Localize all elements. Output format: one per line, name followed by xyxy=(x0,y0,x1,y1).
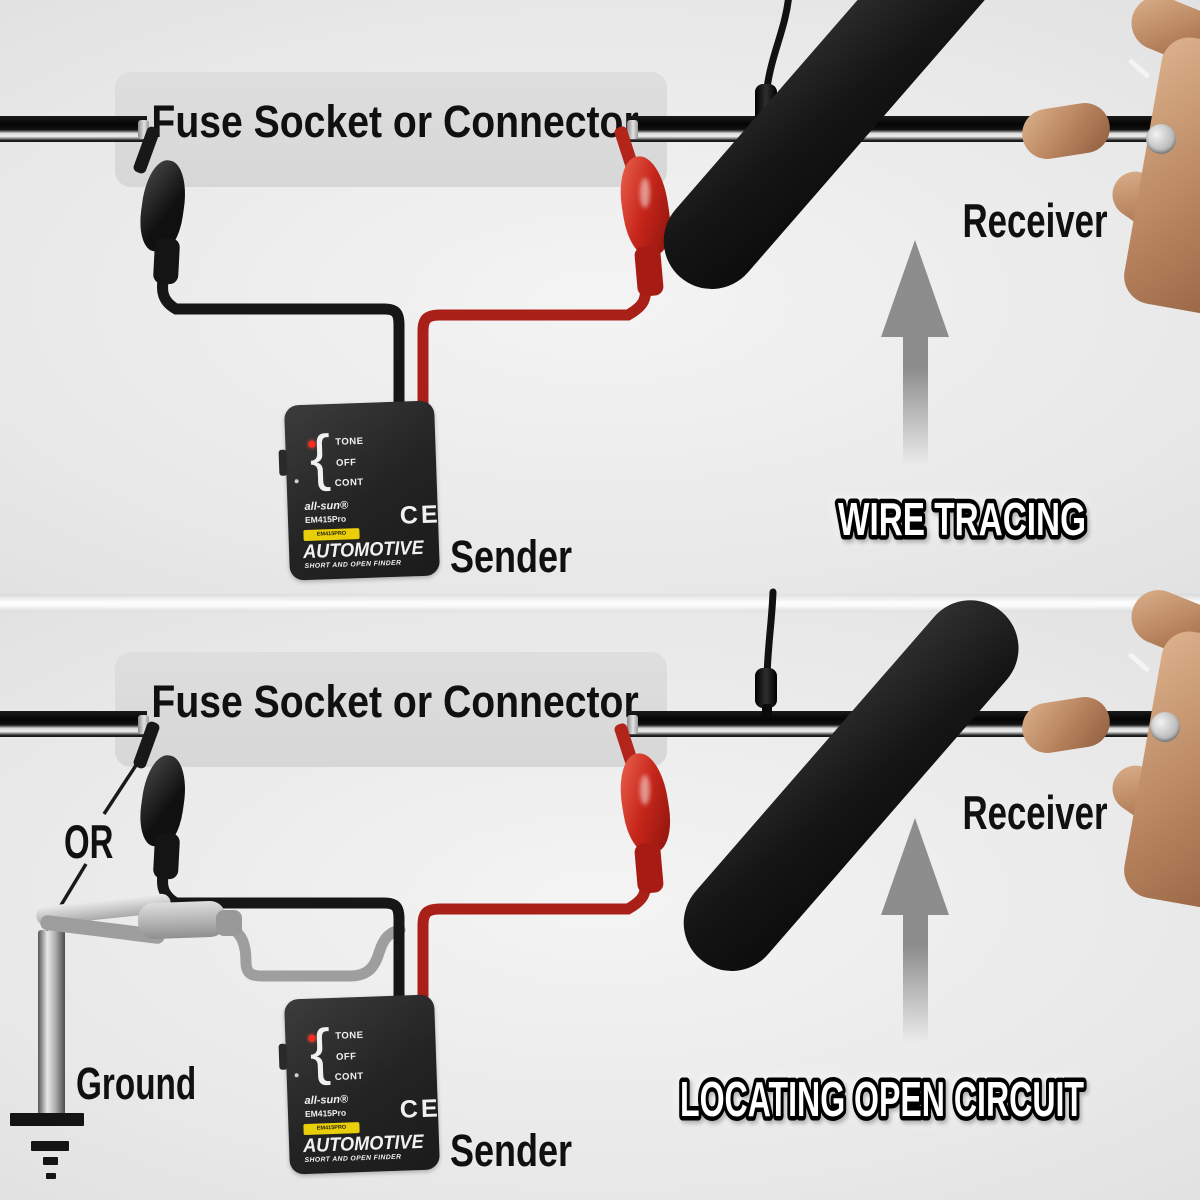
red-clip-highlight xyxy=(640,775,650,805)
ground-symbol-bar xyxy=(31,1141,69,1151)
brand-name: all-sun® xyxy=(304,499,349,514)
sender-switch-tab xyxy=(278,449,288,476)
wire-bottom-left xyxy=(0,711,147,737)
probe-sleeve-bottom xyxy=(755,668,777,708)
ground-rod xyxy=(38,930,65,1120)
tone-label: TONE xyxy=(335,435,364,448)
receiver-device-top xyxy=(643,0,1019,309)
hand-finger xyxy=(1018,99,1114,163)
black-clip-boot xyxy=(152,237,181,285)
receiver-button xyxy=(1150,712,1180,742)
receiver-print-marks xyxy=(1127,652,1151,673)
black-clip-boot xyxy=(152,832,181,880)
hand-finger xyxy=(1018,693,1114,757)
red-clip-boot xyxy=(633,841,665,895)
sender-label-bottom: Sender xyxy=(450,1125,573,1176)
wire-tracing-title: WIRE TRACING xyxy=(838,493,1086,545)
wire-end-nub xyxy=(138,120,149,139)
sender-device-bottom: { TONE OFF CONT all-sun® EM415Pro EM415P… xyxy=(278,994,442,1175)
up-arrow-tail xyxy=(903,913,928,1048)
gray-alligator-clip xyxy=(30,892,242,952)
switch-brace: { xyxy=(308,1017,332,1087)
sender-device-top: { TONE OFF CONT all-sun® EM415Pro EM415P… xyxy=(278,400,442,581)
locating-open-circuit-title: LOCATING OPEN CIRCUIT xyxy=(680,1073,1084,1127)
cont-label: CONT xyxy=(334,1070,364,1083)
up-arrow-icon xyxy=(881,240,949,337)
receiver-print-marks xyxy=(1127,58,1151,79)
off-label: OFF xyxy=(335,457,357,469)
gray-clip-body xyxy=(137,900,227,940)
fuse-socket-box-top xyxy=(115,72,667,187)
red-clip-boot xyxy=(633,244,665,298)
red-clip-highlight xyxy=(640,178,650,208)
receiver-label-bottom: Receiver xyxy=(962,786,1108,839)
tone-label: TONE xyxy=(335,1029,364,1042)
ce-mark: CE xyxy=(399,500,442,530)
fuse-box-label-bottom: Fuse Socket or Connector xyxy=(151,676,639,727)
gray-clip-boot xyxy=(216,910,242,936)
up-arrow-tail xyxy=(903,335,928,470)
cont-led-icon xyxy=(294,479,299,484)
red-test-lead-top xyxy=(417,278,652,416)
gray-ground-cable xyxy=(216,918,406,982)
wire-end-nub xyxy=(138,715,149,734)
ground-symbol-bar xyxy=(10,1113,84,1126)
wire-end-nub xyxy=(627,715,638,734)
sender-switch-tab xyxy=(278,1043,288,1070)
probe-tip-bottom xyxy=(762,704,772,718)
ground-symbol-bar xyxy=(46,1173,56,1179)
red-alligator-clip-bottom xyxy=(602,722,692,898)
switch-brace: { xyxy=(308,423,332,493)
ground-label: Ground xyxy=(76,1058,197,1109)
receiver-probe-cable-top xyxy=(763,0,792,92)
sender-label-top: Sender xyxy=(450,531,573,582)
cont-led-icon xyxy=(294,1073,299,1078)
wire-top-right xyxy=(628,116,1200,142)
off-label: OFF xyxy=(335,1051,357,1063)
receiver-button xyxy=(1146,124,1176,154)
wire-end-nub xyxy=(627,120,638,139)
black-alligator-clip-bottom xyxy=(112,719,202,889)
panel-divider xyxy=(0,594,1200,612)
receiver-label-top: Receiver xyxy=(962,194,1108,247)
model-number: EM415Pro xyxy=(304,1107,347,1120)
wire-top-left xyxy=(0,116,147,142)
fuse-socket-box-bottom xyxy=(115,652,667,767)
ground-symbol-bar xyxy=(43,1157,58,1165)
red-alligator-clip-top xyxy=(602,125,692,301)
ce-mark: CE xyxy=(399,1094,442,1124)
model-number: EM415Pro xyxy=(304,513,347,526)
fuse-box-label-top: Fuse Socket or Connector xyxy=(151,96,639,147)
black-alligator-clip-top xyxy=(112,124,202,294)
brand-name: all-sun® xyxy=(304,1093,349,1108)
cont-label: CONT xyxy=(334,476,364,489)
